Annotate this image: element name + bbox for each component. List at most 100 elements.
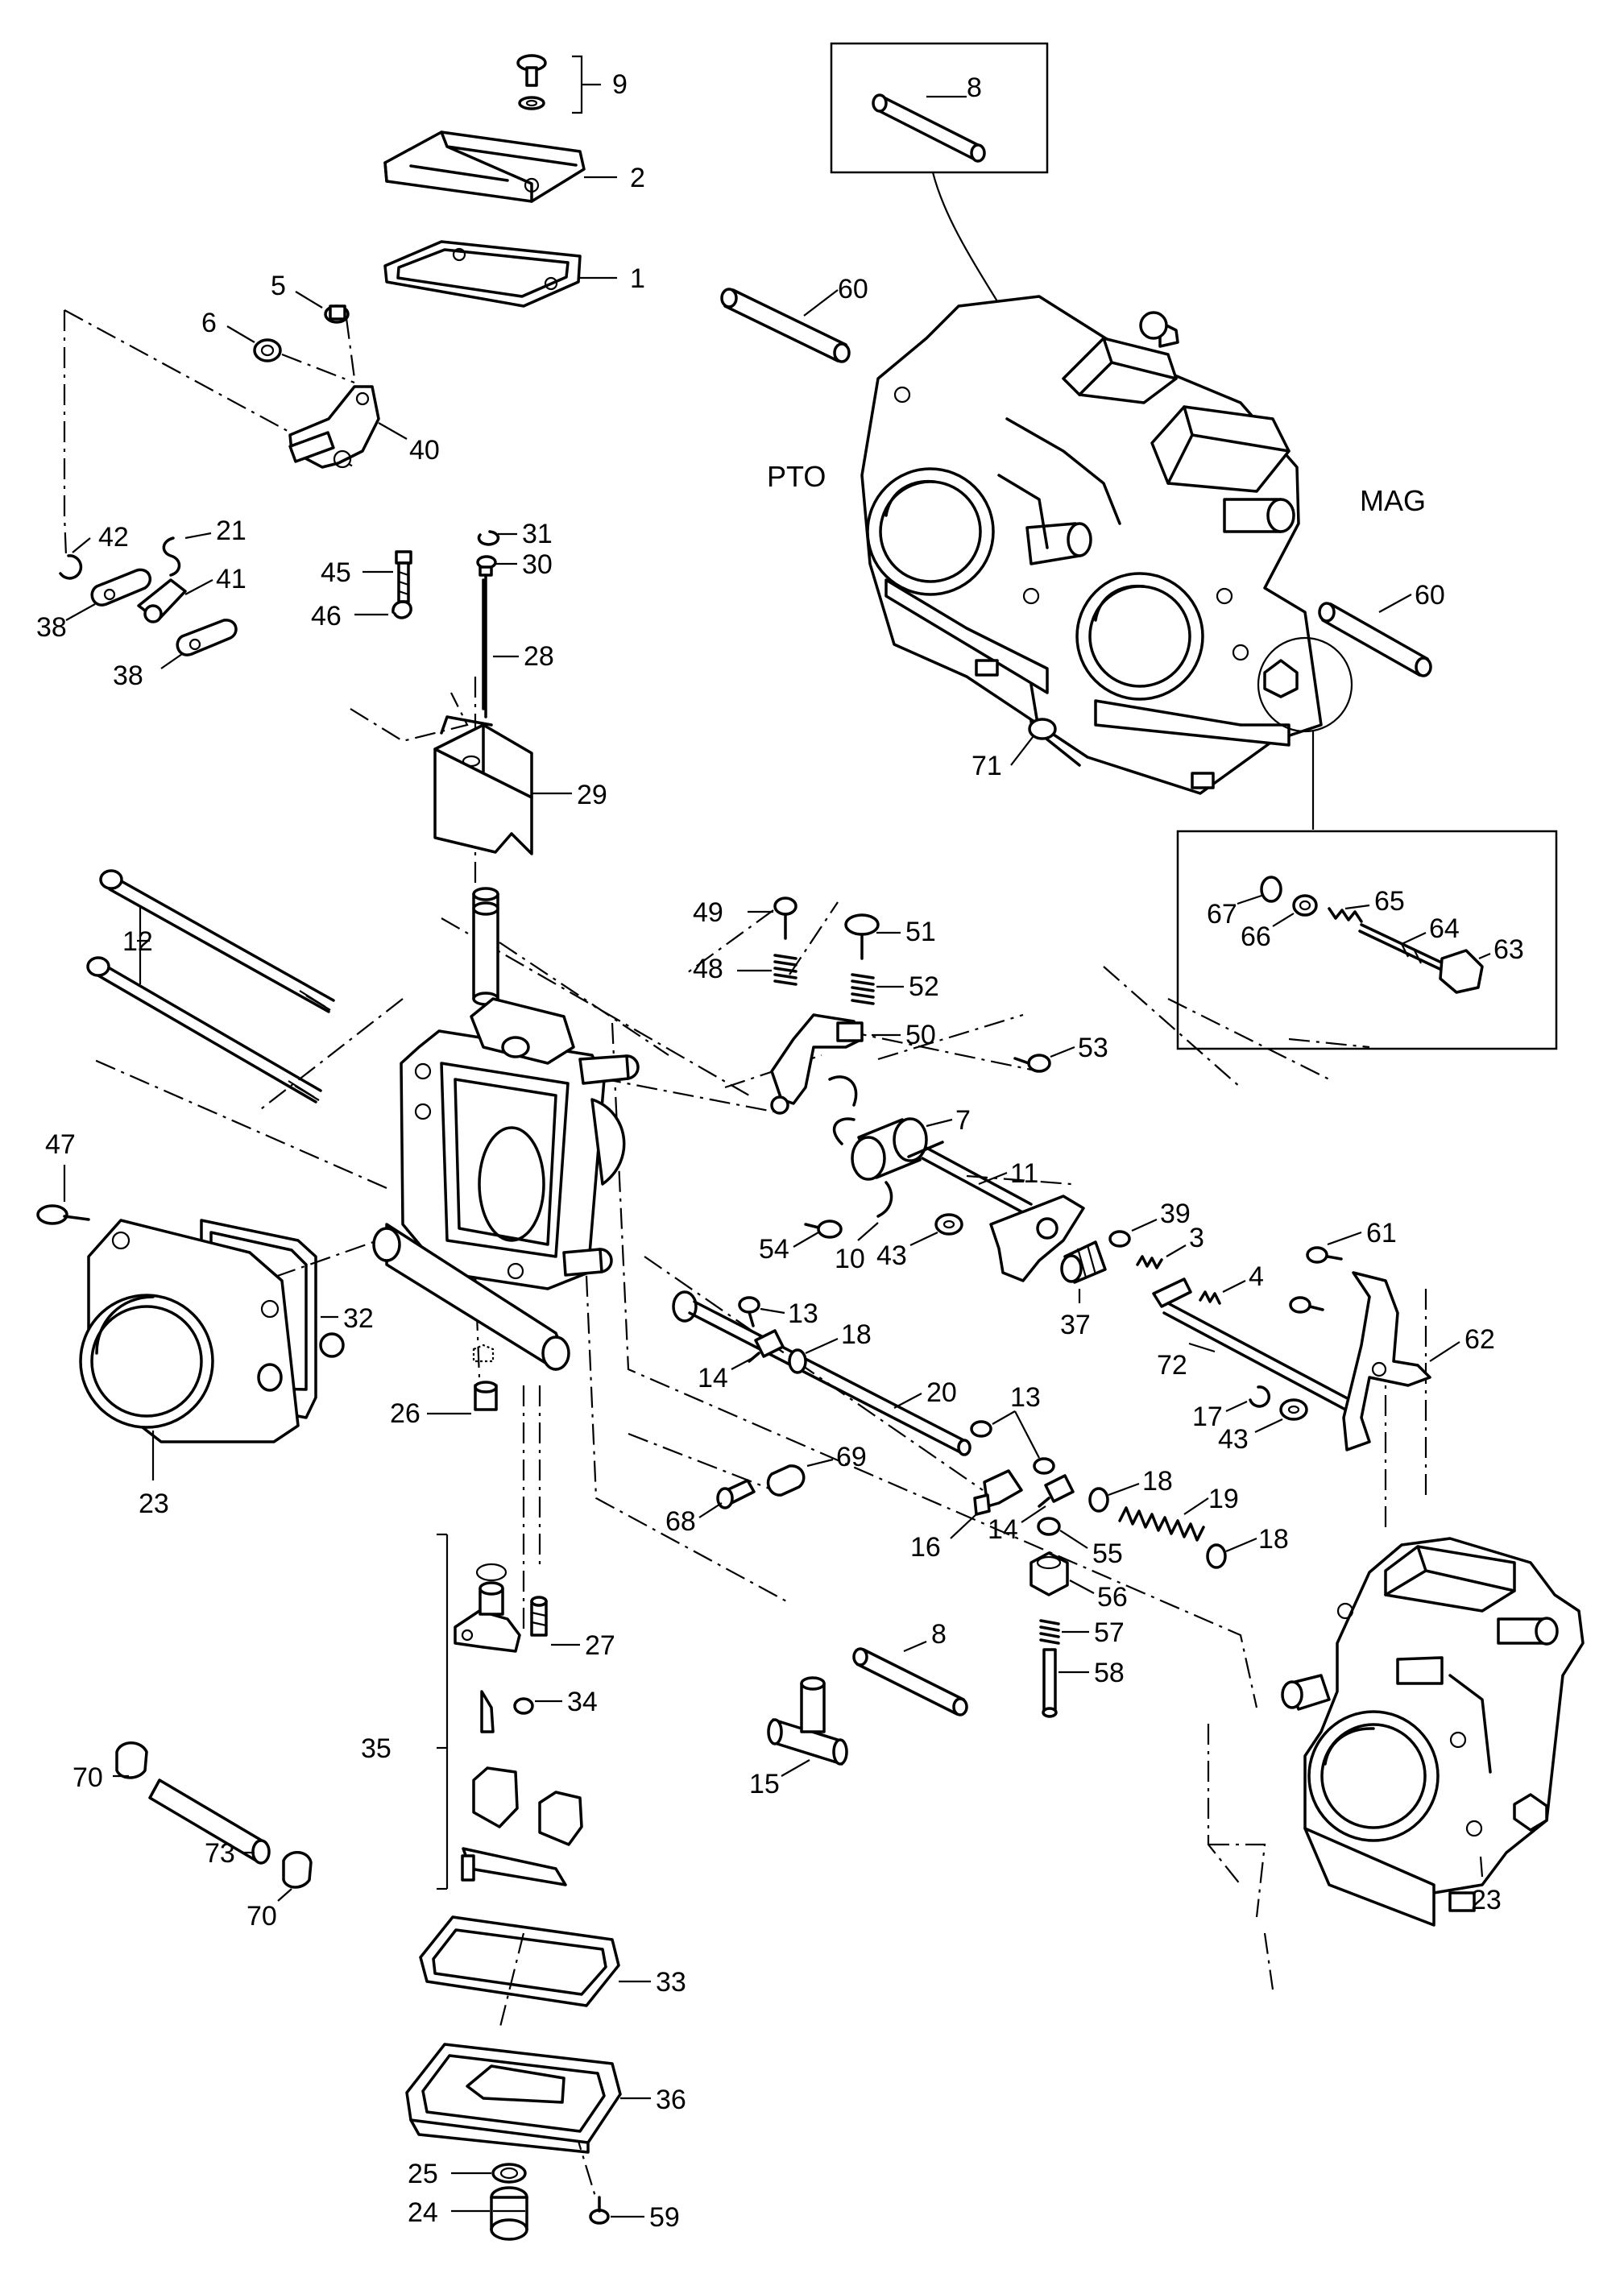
choke-lever-40	[288, 385, 408, 469]
inset-box-mixture-screw	[1176, 830, 1558, 1050]
callout-66: 66	[1241, 921, 1271, 952]
callout-70-bottom: 70	[246, 1901, 277, 1932]
callout-31: 31	[522, 519, 553, 549]
spring-19	[1118, 1497, 1209, 1542]
plunger-cap-55	[1037, 1517, 1088, 1549]
mag-label: MAG	[1360, 484, 1426, 517]
screw-47	[36, 1165, 90, 1225]
callout-60-top: 60	[838, 274, 868, 304]
jet-26	[427, 1344, 498, 1415]
lock-washer-46	[354, 600, 412, 619]
callout-13-lower: 13	[1010, 1382, 1041, 1413]
callout-3: 3	[1189, 1223, 1204, 1253]
dual-carburetor-assembly	[860, 295, 1323, 795]
spring-57	[1039, 1619, 1089, 1645]
screw-53	[1013, 1046, 1075, 1073]
plug-71	[1010, 718, 1057, 766]
callout-67: 67	[1207, 899, 1237, 930]
bracket-50	[770, 1013, 901, 1115]
screw-45	[362, 550, 412, 603]
callout-56: 56	[1097, 1582, 1128, 1613]
callout-48: 48	[693, 954, 723, 984]
spring-4	[1199, 1280, 1246, 1305]
callout-23-left: 23	[139, 1489, 169, 1519]
fuel-hose-60-top	[720, 288, 851, 363]
lever-41	[137, 578, 213, 623]
callout-10: 10	[835, 1244, 865, 1274]
washer-43-lower	[1254, 1398, 1308, 1433]
callout-54: 54	[759, 1234, 789, 1265]
throttle-drum-7	[832, 1117, 953, 1181]
spring-37	[1060, 1240, 1107, 1303]
spring-48	[737, 954, 798, 986]
callout-20: 20	[926, 1377, 957, 1408]
callout-8-hose: 8	[931, 1619, 947, 1650]
callout-24: 24	[408, 2197, 438, 2228]
washer-18-middle	[1088, 1482, 1140, 1513]
callout-36: 36	[656, 2085, 686, 2115]
carburetor-cover-2	[383, 130, 617, 203]
o-ring-25	[451, 2163, 527, 2184]
callout-18-upper: 18	[841, 1319, 872, 1350]
choke-shaft-20	[672, 1290, 972, 1456]
callout-4: 4	[1249, 1261, 1264, 1292]
float-bracket-35-upper	[454, 1563, 521, 1733]
callout-6: 6	[201, 308, 217, 338]
callout-14-upper: 14	[698, 1363, 728, 1393]
callout-18-middle: 18	[1142, 1466, 1173, 1497]
screw-5	[295, 291, 350, 324]
callout-68: 68	[665, 1506, 696, 1537]
throttle-shaft-11	[921, 1146, 1085, 1282]
detail-circle	[1257, 636, 1353, 830]
float-bowl-36	[405, 2043, 651, 2154]
callout-16: 16	[910, 1532, 941, 1563]
washer-18-lower	[1206, 1537, 1257, 1569]
lever-16	[950, 1469, 1023, 1539]
drain-plug-24	[451, 2186, 528, 2241]
screw-54	[793, 1219, 843, 1248]
callout-35: 35	[361, 1733, 392, 1764]
callout-7: 7	[955, 1105, 971, 1136]
callout-30: 30	[522, 549, 553, 580]
hose-clamp-70-top	[113, 1741, 148, 1779]
cap-69	[766, 1458, 834, 1497]
callout-37: 37	[1060, 1310, 1091, 1340]
callout-27: 27	[585, 1630, 615, 1661]
callout-63: 63	[1494, 934, 1524, 965]
callout-70-top: 70	[72, 1762, 103, 1793]
callout-32: 32	[343, 1303, 374, 1334]
fuel-hose-8	[852, 1640, 968, 1716]
spring-3	[1136, 1244, 1187, 1269]
callout-28: 28	[524, 641, 554, 672]
hose-73	[148, 1778, 271, 1865]
callout-41: 41	[216, 564, 246, 594]
link-plate-38-upper	[65, 568, 152, 621]
callout-labels: 9 2 1 5 6 40 42 21 41 38 38 31 30 45 46 …	[36, 69, 1524, 2233]
callout-43-lower: 43	[1218, 1424, 1249, 1455]
callout-46: 46	[311, 601, 342, 631]
callout-42: 42	[98, 522, 129, 553]
shaft-72	[1152, 1277, 1355, 1413]
air-inlet-flange-23	[79, 1219, 300, 1480]
plunger-58	[1042, 1648, 1089, 1718]
washer-18-upper	[788, 1337, 839, 1374]
callout-50: 50	[905, 1020, 936, 1050]
callout-57: 57	[1094, 1617, 1125, 1648]
washer-6	[226, 317, 356, 384]
callout-49: 49	[693, 897, 723, 928]
callout-15: 15	[749, 1769, 780, 1799]
callout-73: 73	[205, 1838, 235, 1869]
lever-14-lower	[1021, 1474, 1075, 1523]
callout-29: 29	[577, 780, 607, 810]
cover-screw-9	[516, 54, 601, 114]
callout-62: 62	[1464, 1324, 1495, 1355]
callout-23-right: 23	[1471, 1885, 1502, 1915]
callout-64: 64	[1429, 913, 1460, 944]
callout-5: 5	[271, 271, 286, 301]
callout-26: 26	[390, 1398, 420, 1429]
cover-gasket-1	[383, 240, 617, 308]
callout-34: 34	[567, 1687, 598, 1717]
pto-label: PTO	[767, 460, 826, 493]
nut-56	[1030, 1551, 1095, 1596]
